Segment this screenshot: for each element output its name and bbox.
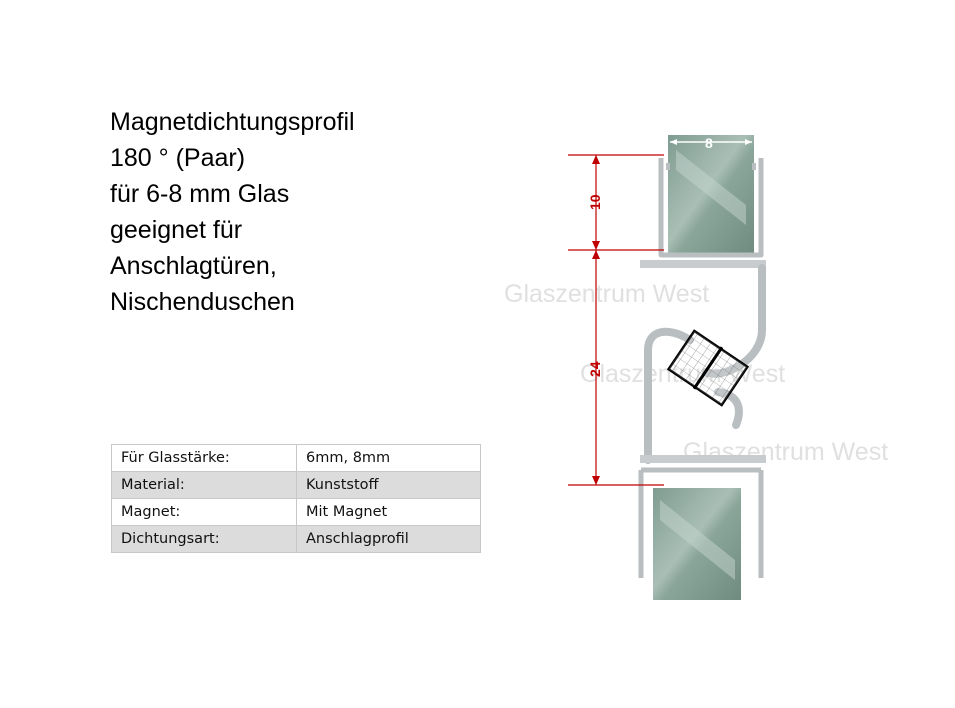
spec-label: Dichtungsart: [111,525,297,553]
dimension-vertical [568,154,664,486]
spec-row-seal-type: Dichtungsart: Anschlagprofil [111,525,481,553]
title-line-3: für 6-8 mm Glas [110,180,290,208]
spec-value: Mit Magnet [296,498,481,526]
spec-value: Kunststoff [296,471,481,499]
product-title: Magnetdichtungsprofil 180 ° (Paar) für 6… [110,104,440,320]
spec-label: Für Glasstärke: [111,444,297,472]
dimension-label-top-height: 10 [587,194,603,210]
top-seal-profile [658,158,764,258]
title-line-1: Magnetdichtungsprofil [110,108,355,136]
spec-row-material: Material: Kunststoff [111,471,481,499]
title-line-5: Anschlagtüren, [110,252,277,280]
bottom-flange [640,455,766,463]
dimension-arrows [592,155,600,485]
spec-row-glass-thickness: Für Glasstärke: 6mm, 8mm [111,444,481,472]
spec-row-magnet: Magnet: Mit Magnet [111,498,481,526]
spec-table: Für Glasstärke: 6mm, 8mm Material: Kunst… [111,444,481,553]
bottom-glass-pane [653,488,741,600]
title-line-4: geeignet für [110,216,243,244]
spec-label: Magnet: [111,498,297,526]
top-flange [640,260,766,268]
dimension-label-middle-height: 24 [587,361,603,377]
spec-value: 6mm, 8mm [296,444,481,472]
watermark-text: Glaszentrum West [504,280,709,308]
spec-label: Material: [111,471,297,499]
dimension-glass-width: 8 [670,135,752,151]
title-line-6: Nischenduschen [110,288,295,316]
bottom-seal-profile [638,467,764,578]
dimension-label: 8 [705,135,713,151]
spec-value: Anschlagprofil [296,525,481,553]
magnet-icon [666,329,750,407]
title-line-2: 180 ° (Paar) [110,144,246,172]
top-glass-pane [668,135,754,255]
